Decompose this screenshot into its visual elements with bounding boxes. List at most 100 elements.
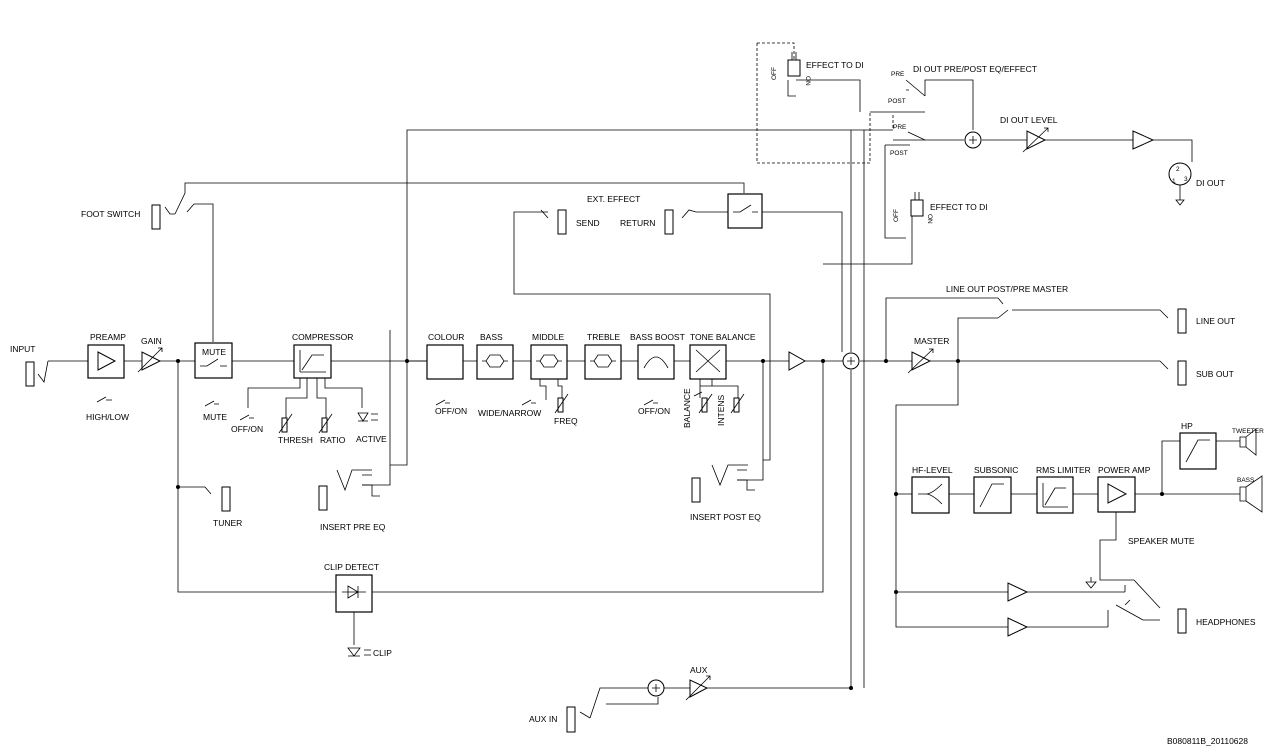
foot-switch-contact-2-icon <box>186 203 200 213</box>
compressor-control-wires <box>247 378 363 418</box>
wide-narrow-switch-icon <box>521 399 536 406</box>
headphones-label: HEADPHONES <box>1196 617 1256 627</box>
mute-switch-label: MUTE <box>203 412 227 422</box>
ext-effect-switch-icon <box>733 204 758 213</box>
mute-block <box>194 342 233 379</box>
line-out-switch-icon <box>997 297 1009 319</box>
clip-led-icon <box>347 647 371 657</box>
preamp-block <box>87 344 125 379</box>
effect-to-di-top-switch <box>787 52 801 77</box>
ratio-label: RATIO <box>320 435 346 445</box>
compressor-label: COMPRESSOR <box>292 332 353 342</box>
document-id: B080811B_20110628 <box>1167 736 1248 746</box>
input-jack-contact-icon <box>37 360 49 383</box>
preamp-amp-icon <box>97 351 117 371</box>
hf-level-curve-icon <box>918 483 943 505</box>
gain-amp-icon <box>141 351 162 371</box>
insert-post-eq-jack <box>691 477 701 503</box>
di-out-level-label: DI OUT LEVEL <box>1000 115 1058 125</box>
foot-switch-jack <box>151 204 161 230</box>
compressor-curve-icon <box>299 350 326 373</box>
balance-label: BALANCE <box>682 388 692 428</box>
send-contact-icon <box>540 209 549 219</box>
clip-diode-icon <box>342 585 366 599</box>
di-out-xlr-icon <box>1168 162 1192 186</box>
tweeter-speaker-icon <box>1239 428 1257 456</box>
bass-boost-switch-icon <box>643 399 658 406</box>
tuner-jack <box>221 486 231 512</box>
input-label: INPUT <box>10 344 36 354</box>
speaker-mute-ground-icon <box>1085 577 1097 589</box>
sub-out-contact-icon <box>1159 360 1169 370</box>
thresh-label: THRESH <box>278 435 313 445</box>
power-amp-icon <box>1107 483 1128 504</box>
di-pre-post-switch-2-icon <box>907 131 926 141</box>
freq-label: FREQ <box>554 416 578 426</box>
clip-detect-block <box>335 574 373 613</box>
di-pre-2-label: PRE <box>893 124 907 131</box>
wide-narrow-label: WIDE/NARROW <box>478 408 541 418</box>
mute-block-switch-icon <box>200 358 227 367</box>
bass-boost-block <box>637 344 675 380</box>
middle-control-wires <box>539 379 563 400</box>
headphone-amp-1-icon <box>1007 582 1029 602</box>
line-out-label: LINE OUT <box>1196 316 1235 326</box>
tone-balance-control-wires <box>699 379 739 398</box>
bass-block <box>476 344 514 380</box>
active-label: ACTIVE <box>356 434 387 444</box>
post-eq-amp-icon <box>788 351 807 371</box>
rms-limiter-label: RMS LIMITER <box>1036 465 1091 475</box>
middle-block <box>530 344 568 380</box>
aux-in-contact-icon <box>579 711 591 719</box>
aux-label: AUX <box>690 665 708 675</box>
di-out-pre-post-label: DI OUT PRE/POST EQ/EFFECT <box>913 64 1037 74</box>
high-low-label: HIGH/LOW <box>86 412 129 422</box>
aux-in-jack <box>566 706 576 733</box>
return-label: RETURN <box>620 218 655 228</box>
hp-curve-icon <box>1185 439 1210 463</box>
foot-switch-contact-icon <box>164 206 175 215</box>
mute-switch-icon <box>204 400 219 407</box>
return-jack <box>664 209 674 235</box>
xlr-pin2: 2 <box>1176 166 1180 173</box>
effect-to-di-routing-dashed <box>756 42 894 164</box>
preamp-label: PREAMP <box>90 332 126 342</box>
active-led-icon <box>357 412 378 422</box>
middle-eq-icon <box>536 354 562 368</box>
send-label: SEND <box>576 218 600 228</box>
rms-limiter-block <box>1036 476 1074 514</box>
line-out-contact-icon <box>1159 309 1169 319</box>
treble-eq-icon <box>590 354 616 368</box>
di-ground-icon <box>1175 199 1185 206</box>
gain-label: GAIN <box>141 336 162 346</box>
intens-label: INTENS <box>716 395 726 427</box>
middle-label: MIDDLE <box>532 332 564 342</box>
high-low-switch-icon <box>96 396 112 403</box>
sub-out-jack <box>1177 360 1187 386</box>
line-out-post-pre-label: LINE OUT POST/PRE MASTER <box>946 284 1068 294</box>
effect-to-di-bottom-off: OFF <box>893 209 900 222</box>
rms-limiter-curve-icon <box>1042 483 1068 508</box>
headphone-switch-icon <box>1107 585 1131 627</box>
effect-to-di-top-label: EFFECT TO DI <box>806 60 864 70</box>
gain-pot-arrow-icon <box>137 347 163 373</box>
foot-switch-label: FOOT SWITCH <box>81 209 140 219</box>
bass-boost-curve-icon <box>643 356 669 369</box>
ext-effect-label: EXT. EFFECT <box>587 194 640 204</box>
tone-balance-label: TONE BALANCE <box>690 332 756 342</box>
colour-block <box>426 344 464 380</box>
compressor-block <box>293 344 332 379</box>
insert-pre-eq-jack <box>318 485 328 511</box>
subsonic-label: SUBSONIC <box>974 465 1018 475</box>
clip-label: CLIP <box>373 648 392 658</box>
bass-boost-label: BASS BOOST <box>630 332 685 342</box>
power-amp-label: POWER AMP <box>1098 465 1151 475</box>
bass-label: BASS <box>480 332 503 342</box>
effect-to-di-top-on: ON <box>804 76 811 86</box>
di-post-2-label: POST <box>890 150 908 157</box>
effect-to-di-bottom-label: EFFECT TO DI <box>930 202 988 212</box>
effect-to-di-top-off: OFF <box>771 67 778 80</box>
tone-balance-block <box>689 344 727 380</box>
balance-switch-icon <box>693 391 703 397</box>
